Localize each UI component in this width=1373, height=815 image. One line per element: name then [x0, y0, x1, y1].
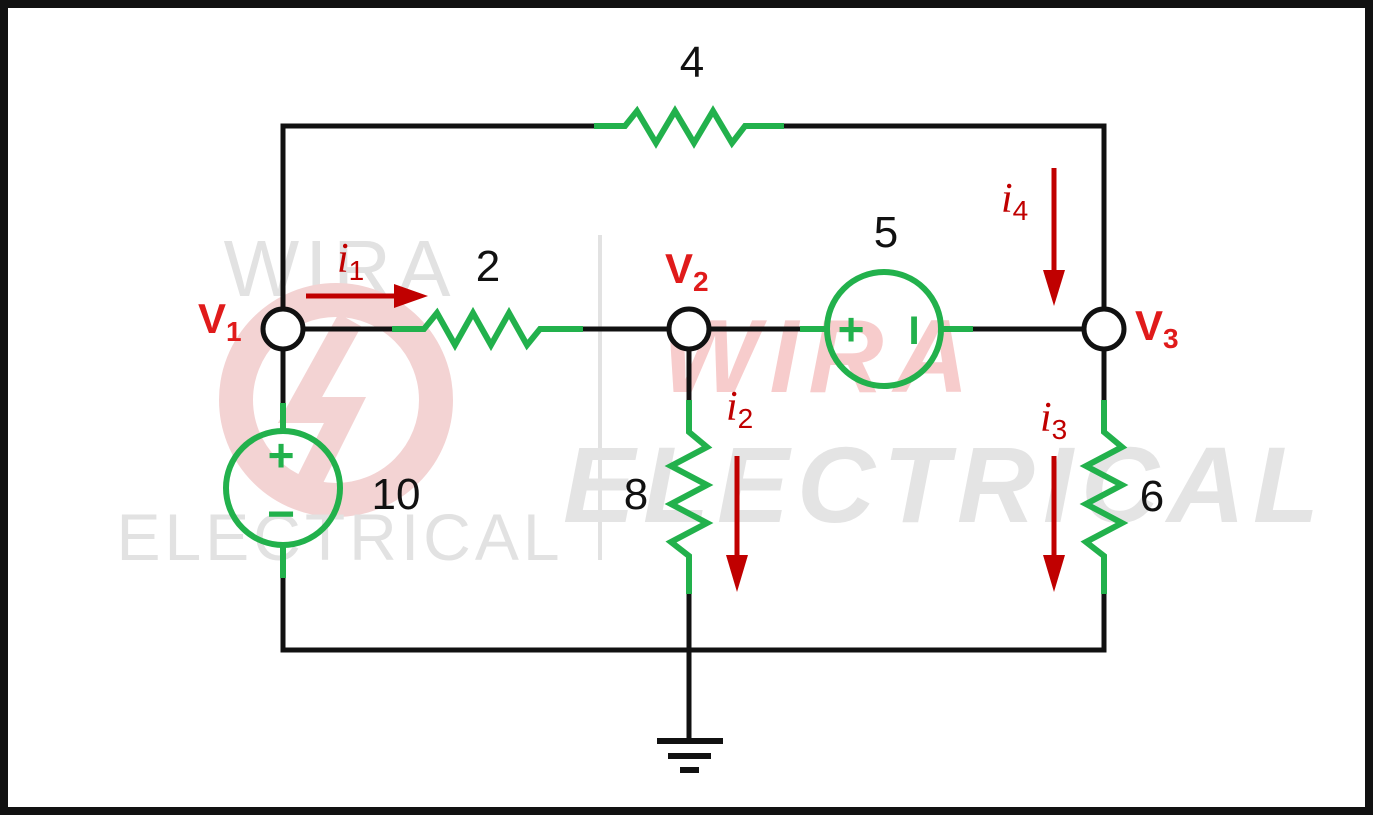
label-source-10: 10	[372, 470, 421, 519]
arrow-i2-icon	[726, 456, 748, 592]
source-5-minus: I	[908, 309, 919, 353]
ground-icon	[657, 738, 723, 773]
label-node-v2: V2	[665, 245, 709, 297]
label-resistor-4: 4	[680, 38, 704, 87]
node-v1	[260, 306, 306, 352]
label-current-i1: i1	[337, 236, 364, 286]
watermark-right: WIRA ELECTRICAL	[563, 299, 1327, 545]
wires	[280, 123, 1107, 743]
resistor-6-icon	[1079, 400, 1129, 594]
watermark-left-bottom: ELECTRICAL	[116, 500, 563, 574]
nodes	[260, 306, 1127, 352]
label-resistor-8: 8	[624, 470, 648, 519]
source-5-plus: +	[838, 303, 865, 355]
resistor-2-icon	[392, 306, 583, 352]
current-arrows	[306, 168, 1065, 592]
arrow-i1-icon	[306, 284, 428, 308]
resistor-4-icon	[594, 105, 784, 149]
label-current-i3: i3	[1040, 395, 1067, 445]
watermark-right-top: WIRA	[661, 299, 978, 415]
components	[223, 105, 1129, 594]
label-resistor-2: 2	[476, 242, 500, 291]
source-10-plus: +	[268, 429, 295, 481]
label-node-v3: V3	[1135, 302, 1179, 354]
label-source-5: 5	[874, 208, 898, 257]
watermark-logo-bolt	[277, 313, 367, 486]
label-current-i4: i4	[1001, 176, 1028, 226]
wire-bottom	[280, 575, 1107, 653]
label-current-i2: i2	[726, 384, 753, 434]
resistor-8-icon	[664, 400, 714, 594]
arrow-i3-icon	[1043, 456, 1065, 592]
source-10-minus: −	[267, 488, 295, 541]
label-node-v1: V1	[198, 295, 242, 347]
wire-top-left	[280, 123, 597, 310]
node-v3	[1081, 306, 1127, 352]
wire-top-right	[781, 123, 1107, 311]
arrow-i4-icon	[1043, 168, 1065, 306]
watermark-right-bottom: ELECTRICAL	[563, 424, 1327, 545]
label-resistor-6: 6	[1140, 472, 1164, 521]
node-v2	[666, 306, 712, 352]
